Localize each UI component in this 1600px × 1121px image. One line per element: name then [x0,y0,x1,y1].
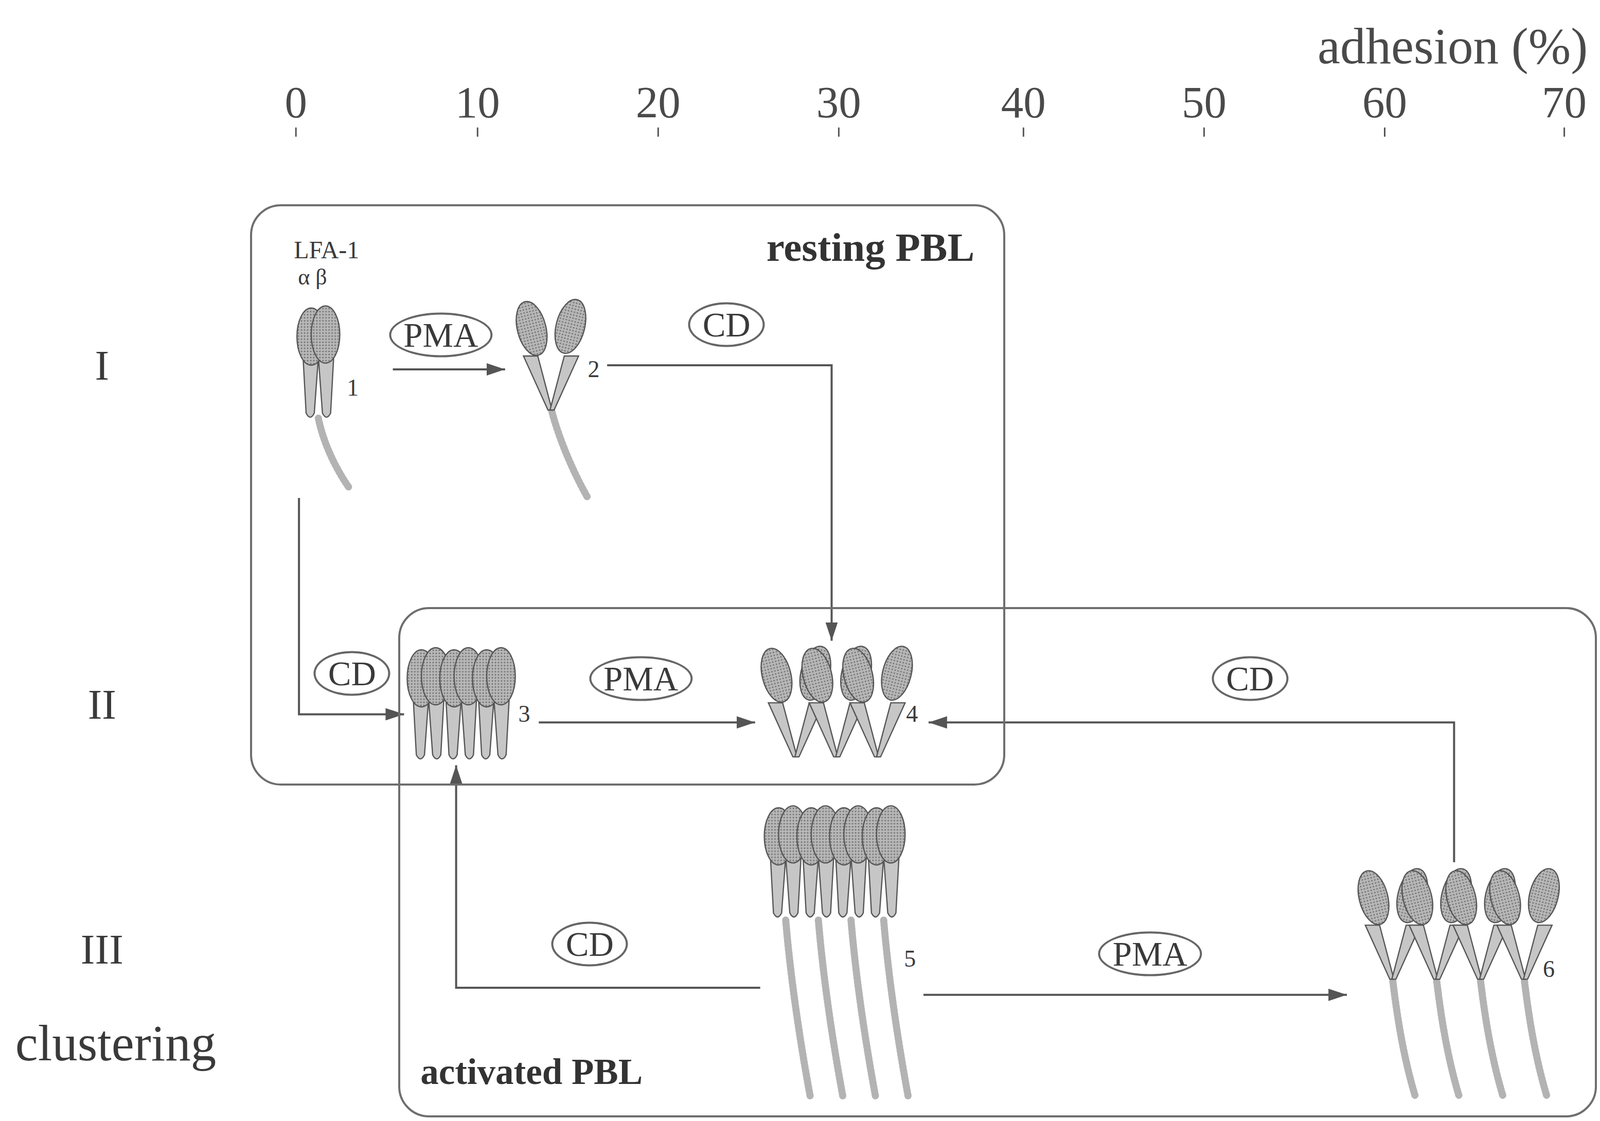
treatment-label: CD [313,651,391,697]
treatment-label: CD [551,921,629,967]
treatment-arrow [393,368,506,371]
subunit-label: α β [297,265,327,289]
axis-number: 30 [816,79,862,125]
callout-number: 1 [346,376,359,400]
axis-title: adhesion (%) [1317,20,1588,72]
callout-number: 3 [518,702,531,726]
cytoplasmic-tail [1524,981,1548,1097]
treatment-arrow [298,498,404,715]
integrin-cluster: 5 [760,801,924,1102]
integrin-cluster: 4 [755,641,929,766]
closed-integrin [862,805,905,917]
treatment-label: CD [688,301,766,347]
axis-number: 50 [1181,79,1227,125]
axis-tick [1563,127,1566,137]
axis-number: 0 [284,79,308,125]
callout-number: 4 [905,702,918,726]
axis-tick [1203,127,1205,137]
cytoplasmic-tail [818,919,844,1097]
integrin-molecules [296,296,1565,980]
molecule-name: LFA-1 [293,237,360,263]
integrin-monomer: LFA-1α β 1 [285,232,393,499]
row-label: III [80,927,124,971]
cytoplasmic-tail [1392,981,1416,1097]
treatment-label: PMA [388,312,493,358]
treatment-arrow [607,365,832,641]
axis-tick [1383,127,1386,137]
treatment-arrow [928,722,1454,863]
panel-title: activated PBL [420,1053,643,1090]
closed-integrin [296,306,340,418]
integrin-cluster: 3 [403,641,539,766]
integrin-cluster: 6 [1346,862,1577,1105]
treatment-label: PMA [1098,931,1202,977]
integrin-tails [318,407,1548,1097]
cytoplasmic-tail [1436,981,1460,1097]
row-label: II [87,682,117,726]
axis-number: 70 [1541,79,1587,125]
treatment-arrow [538,721,756,724]
axis-number: 10 [455,79,501,125]
cytoplasmic-tail [850,919,876,1097]
axis-tick [838,127,840,137]
callout-number: 6 [1542,957,1555,982]
axis-number: 40 [1001,79,1046,125]
cytoplasmic-tail [550,407,588,498]
treatment-label: PMA [589,655,693,701]
axis-tick [1022,127,1025,137]
integrin-monomer: 2 [505,288,608,501]
treatment-arrow [923,993,1347,997]
axis-tick [476,127,479,137]
axis-number: 60 [1362,79,1408,125]
panel-title: resting PBL [766,226,975,268]
open-integrin [510,296,591,411]
cell-state-panel: activated PBL 5 6 [398,607,1598,1118]
treatment-arrow [456,765,761,988]
axis-tick [657,127,660,137]
axis-title: clustering [15,1017,217,1069]
closed-integrin [472,647,515,759]
callout-number: 2 [587,357,600,382]
axis-number: 20 [635,79,681,125]
open-integrin [837,643,918,757]
axis-ticks [295,127,1564,137]
row-label: I [95,344,110,387]
axis-tick [295,127,297,137]
cytoplasmic-tail [1480,981,1504,1097]
treatment-label: CD [1211,655,1289,701]
cytoplasmic-tail [318,418,350,488]
callout-number: 5 [903,947,916,971]
cytoplasmic-tail [883,919,909,1097]
cytoplasmic-tail [785,919,811,1097]
